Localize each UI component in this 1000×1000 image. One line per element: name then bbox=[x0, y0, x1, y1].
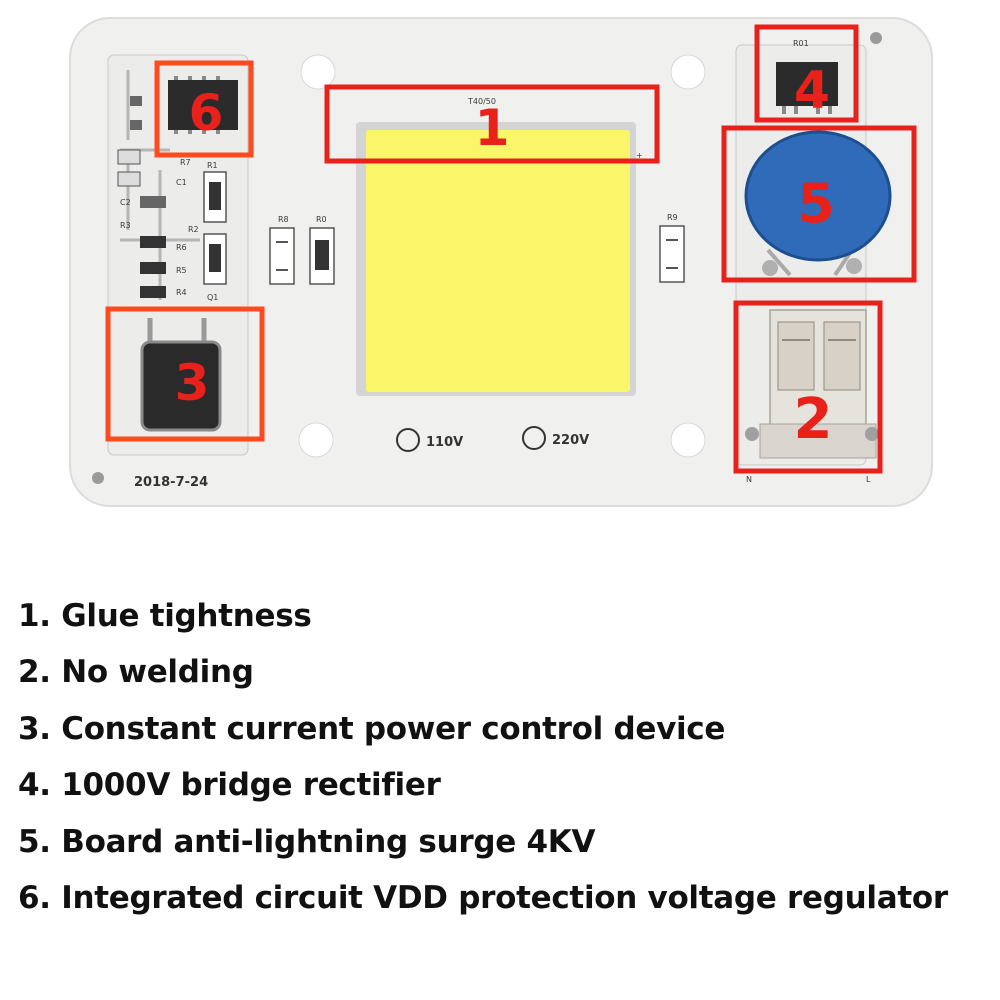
board-date-code: 2018-7-24 bbox=[134, 475, 208, 490]
board-diagram: R7 R1 C1 C2 R3 R2 R6 R5 R4 Q1 R8 R0 R9 T… bbox=[69, 17, 933, 507]
silk-r5: R5 bbox=[176, 266, 187, 275]
terminal-n-label: N bbox=[746, 475, 752, 484]
resistor-r0-body bbox=[315, 240, 329, 270]
silk-r4: R4 bbox=[176, 288, 187, 297]
smd-resistor bbox=[130, 120, 142, 130]
resistor-r2-body bbox=[209, 244, 221, 272]
surge-varistor bbox=[744, 130, 892, 262]
bridge-pins bbox=[782, 106, 832, 114]
smd-resistor bbox=[140, 262, 166, 274]
solder-point bbox=[745, 427, 759, 441]
silk-r9: R9 bbox=[667, 213, 678, 222]
mounting-hole bbox=[298, 422, 334, 458]
silk-r6: R6 bbox=[176, 243, 187, 252]
callout-number-3: 3 bbox=[175, 354, 210, 412]
callout-number-4: 4 bbox=[794, 61, 830, 121]
legend-item-3: 3. Constant current power control device bbox=[18, 710, 726, 747]
callout-box-2 bbox=[733, 300, 883, 474]
terminal-lever-n bbox=[777, 321, 815, 391]
voltage-regulator-ic bbox=[168, 80, 238, 130]
callout-box-1 bbox=[324, 84, 660, 164]
callout-number-5: 5 bbox=[797, 172, 835, 235]
silk-c2: C2 bbox=[120, 198, 131, 207]
solder-point bbox=[846, 258, 862, 274]
callout-legend: 1. Glue tightness 2. No welding 3. Const… bbox=[18, 588, 998, 926]
smd-resistor bbox=[140, 236, 166, 248]
resistor-r0 bbox=[309, 227, 335, 285]
bridge-rectifier bbox=[776, 62, 838, 106]
fiducial-dot bbox=[92, 472, 104, 484]
legend-item-1: 1. Glue tightness bbox=[18, 598, 312, 634]
polarity-plus: + bbox=[636, 151, 643, 160]
voltage-220-pad bbox=[522, 426, 546, 450]
silk-r7: R7 bbox=[180, 158, 191, 167]
voltage-110-label: 110V bbox=[426, 435, 463, 450]
resistor-r8-pads bbox=[276, 241, 288, 271]
callout-box-3 bbox=[105, 306, 265, 442]
led-emitter bbox=[366, 130, 630, 392]
callout-box-6 bbox=[154, 60, 254, 158]
callout-box-5 bbox=[721, 125, 917, 283]
callout-box-4 bbox=[754, 24, 859, 123]
solder-point bbox=[865, 427, 879, 441]
silk-bridge: R01 bbox=[793, 39, 809, 48]
smd-resistor bbox=[117, 149, 141, 165]
fiducial-dot bbox=[870, 32, 882, 44]
resistor-r1-body bbox=[209, 182, 221, 210]
mounting-hole bbox=[670, 54, 706, 90]
resistor-r9-pads bbox=[666, 239, 678, 269]
voltage-220-label: 220V bbox=[552, 433, 589, 448]
silk-r3: R3 bbox=[120, 221, 131, 230]
silk-c1: C1 bbox=[176, 178, 187, 187]
smd-resistor bbox=[140, 286, 166, 298]
voltage-110-pad bbox=[396, 428, 420, 452]
smd-resistor bbox=[117, 171, 141, 187]
solder-point bbox=[762, 260, 778, 276]
silk-r8: R8 bbox=[278, 215, 289, 224]
callout-number-2: 2 bbox=[794, 387, 833, 452]
smd-capacitor bbox=[140, 196, 166, 208]
resistor-r9 bbox=[659, 225, 685, 283]
callout-number-6: 6 bbox=[189, 84, 224, 142]
board-model-code: T40/50 bbox=[467, 97, 496, 106]
ic-pins bbox=[174, 76, 220, 134]
terminal-base bbox=[759, 423, 877, 459]
smd-resistor bbox=[130, 96, 142, 106]
silk-r1: R1 bbox=[207, 161, 218, 170]
callout-number-1: 1 bbox=[475, 99, 510, 157]
silk-r0: R0 bbox=[316, 215, 327, 224]
silk-q1: Q1 bbox=[207, 293, 218, 302]
led-driver-board-figure: R7 R1 C1 C2 R3 R2 R6 R5 R4 Q1 R8 R0 R9 T… bbox=[69, 17, 933, 507]
mounting-hole bbox=[670, 422, 706, 458]
silk-r2: R2 bbox=[188, 225, 199, 234]
power-control-transistor bbox=[140, 340, 222, 432]
mounting-hole bbox=[300, 54, 336, 90]
terminal-lever-l bbox=[823, 321, 861, 391]
terminal-l-label: L bbox=[866, 475, 871, 484]
legend-item-5: 5. Board anti-lightning surge 4KV bbox=[18, 823, 596, 860]
legend-item-6: 6. Integrated circuit VDD protection vol… bbox=[18, 879, 948, 916]
circuit-traces bbox=[120, 70, 200, 300]
legend-item-2: 2. No welding bbox=[18, 654, 254, 691]
resistor-r8 bbox=[269, 227, 295, 285]
legend-item-4: 4. 1000V bridge rectifier bbox=[18, 767, 441, 804]
